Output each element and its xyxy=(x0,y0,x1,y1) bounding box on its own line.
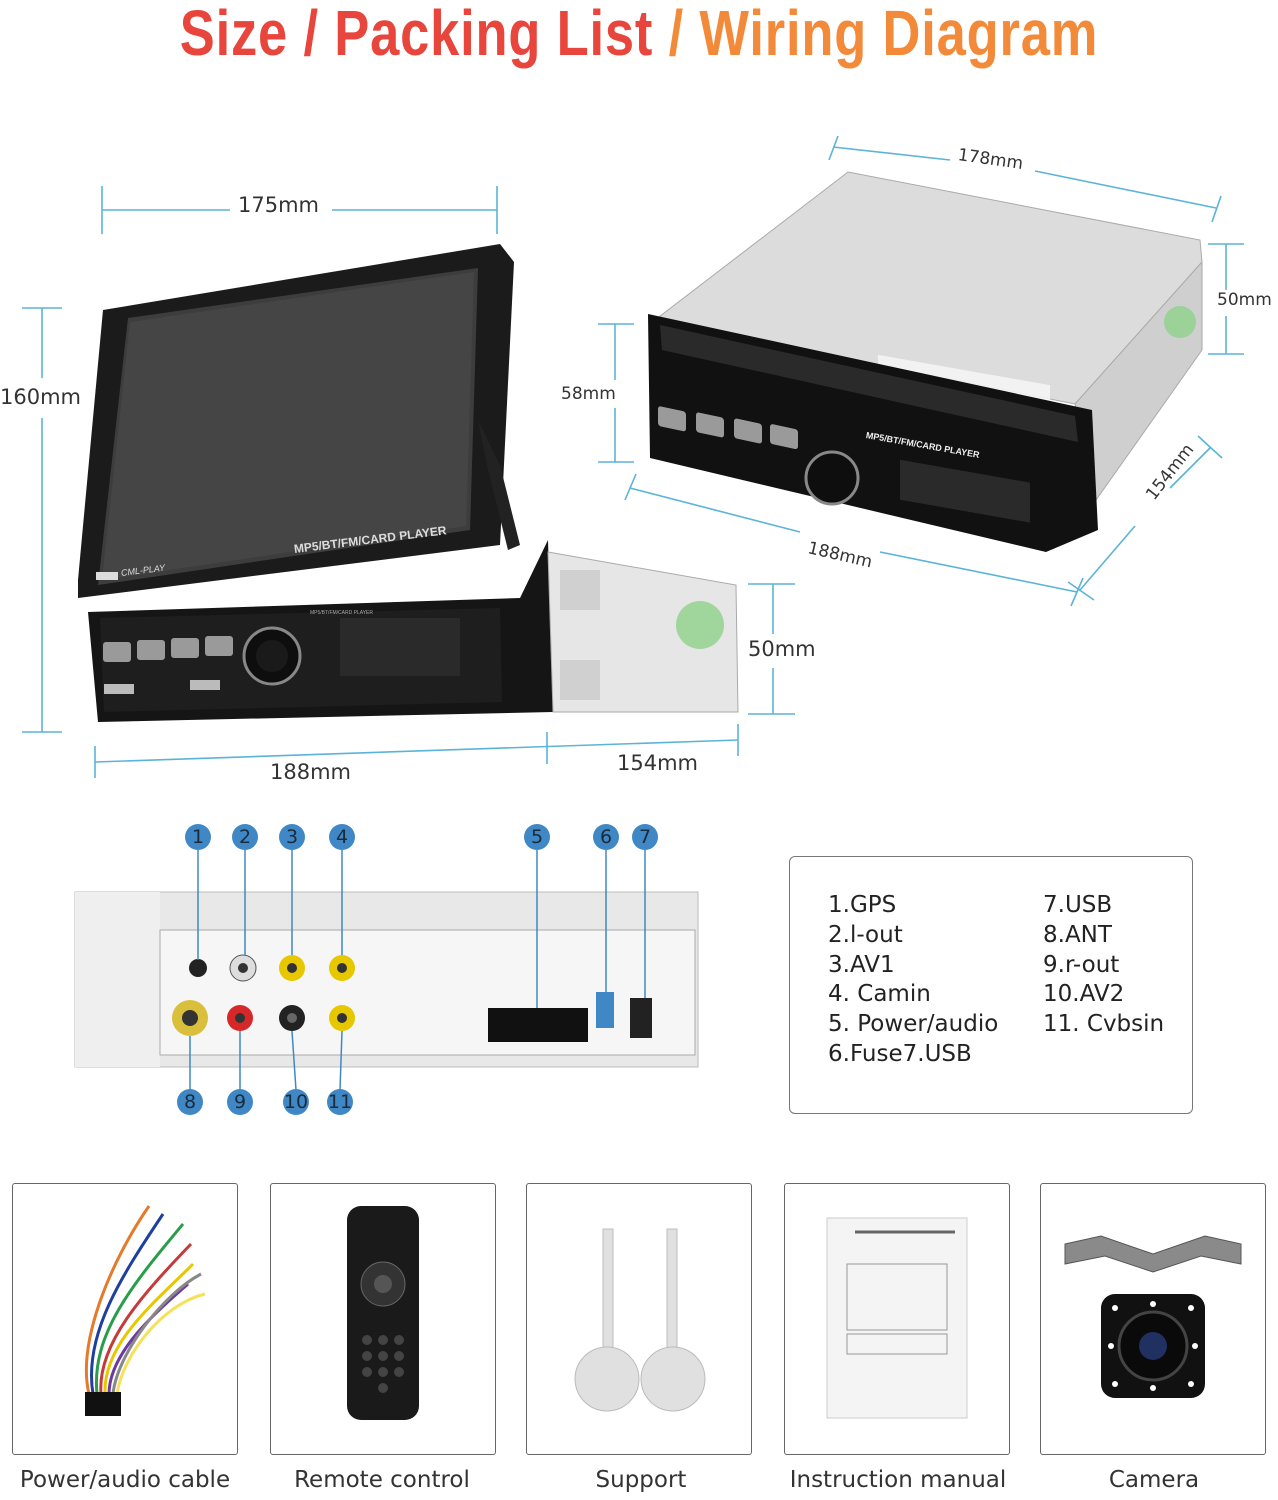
title-sep-2: / xyxy=(653,0,700,69)
remote-control-icon xyxy=(347,1206,419,1420)
callout-5: 5 xyxy=(524,824,550,850)
callout-6: 6 xyxy=(593,824,619,850)
legend-left-column: 1.GPS 2.l-out 3.AV1 4. Camin 5. Power/au… xyxy=(828,891,998,1070)
callout-3: 3 xyxy=(279,824,305,850)
size-diagram xyxy=(22,135,1244,778)
title-sep-1: / xyxy=(288,0,335,69)
packing-label-camera: Camera xyxy=(1108,1467,1200,1493)
packing-label-manual: Instruction manual xyxy=(789,1467,1007,1493)
dim-closed-face-height: 58mm xyxy=(561,384,616,404)
legend-item: 10.AV2 xyxy=(1043,981,1125,1008)
legend-item: 1.GPS xyxy=(828,892,897,918)
legend-right-column: 7.USB 8.ANT 9.r-out 10.AV2 11. Cvbsin xyxy=(1043,891,1164,1040)
dim-closed-chassis-height: 50mm xyxy=(1217,290,1272,310)
closed-dimension-lines xyxy=(598,135,1244,607)
legend-item: 3.AV1 xyxy=(828,951,895,978)
front-dimension-lines xyxy=(22,186,795,778)
dim-front-width: 175mm xyxy=(238,193,319,217)
dim-front-bottom-width: 188mm xyxy=(270,760,351,784)
packing-label-support: Support xyxy=(595,1467,687,1493)
packing-item-remote xyxy=(270,1183,496,1455)
callout-9: 9 xyxy=(227,1089,253,1115)
legend-item: 9.r-out xyxy=(1043,951,1120,978)
wire-harness-icon xyxy=(84,1205,206,1416)
packing-item-support xyxy=(526,1183,752,1455)
title-size: Size xyxy=(179,0,289,69)
legend-item: 4. Camin xyxy=(828,981,931,1008)
packing-item-camera xyxy=(1040,1183,1266,1455)
dim-front-height: 160mm xyxy=(0,385,81,409)
packing-label-power-cable: Power/audio cable xyxy=(19,1467,231,1493)
callout-10: 10 xyxy=(283,1089,309,1115)
legend-item: 5. Power/audio xyxy=(828,1011,999,1038)
callout-7: 7 xyxy=(632,824,658,850)
callout-4: 4 xyxy=(329,824,355,850)
title-wiring-diagram: Wiring Diagram xyxy=(699,0,1099,69)
packing-item-manual xyxy=(784,1183,1010,1455)
packing-item-power-cable xyxy=(12,1183,238,1455)
legend-item: 7.USB xyxy=(1043,892,1113,918)
title-packing-list: Packing List xyxy=(334,0,654,69)
legend-item: 6.Fuse7.USB xyxy=(828,1040,972,1067)
callout-8: 8 xyxy=(177,1089,203,1115)
callout-2: 2 xyxy=(232,824,258,850)
closed-unit-drawing xyxy=(648,171,1203,552)
legend-item: 2.l-out xyxy=(828,921,903,948)
open-unit-drawing xyxy=(78,244,739,722)
dim-front-depth: 154mm xyxy=(617,751,698,775)
dim-front-chassis-height: 50mm xyxy=(748,637,816,661)
legend-item: 11. Cvbsin xyxy=(1043,1011,1165,1038)
backup-camera-icon xyxy=(1064,1235,1242,1398)
rear-panel-diagram xyxy=(74,850,699,1091)
front-panel-caption: MP5/BT/FM/CARD PLAYER xyxy=(310,610,373,616)
wiring-legend: 1.GPS 2.l-out 3.AV1 4. Camin 5. Power/au… xyxy=(789,856,1193,1114)
page-title: Size / Packing List / Wiring Diagram xyxy=(115,0,1163,66)
callout-11: 11 xyxy=(327,1089,353,1115)
callout-1: 1 xyxy=(185,824,211,850)
support-bracket-icon xyxy=(574,1228,706,1412)
packing-label-remote: Remote control xyxy=(294,1467,470,1493)
legend-item: 8.ANT xyxy=(1043,921,1112,948)
manual-icon xyxy=(826,1217,968,1419)
